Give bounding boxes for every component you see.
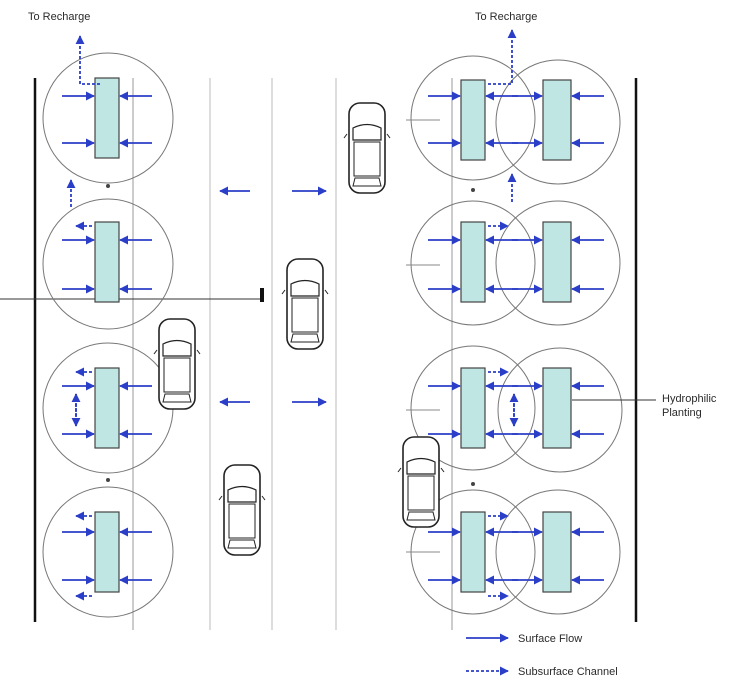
car-center bbox=[281, 258, 329, 350]
road-lines bbox=[0, 78, 638, 630]
surface-flow-arrows bbox=[62, 91, 604, 585]
left-bioswale-column bbox=[42, 52, 174, 618]
car-top-right bbox=[343, 102, 391, 194]
hydrophilic-label-line1: Hydrophilic bbox=[662, 393, 717, 405]
car-left-lane bbox=[153, 318, 201, 410]
right-bioswale-column bbox=[406, 55, 623, 615]
hydrophilic-planting-label: Hydrophilic Planting bbox=[662, 392, 716, 420]
recharge-label-left: To Recharge bbox=[28, 11, 91, 23]
legend-subsurface-channel-label: Subsurface Channel bbox=[518, 666, 618, 678]
legend-surface-flow-label: Surface Flow bbox=[518, 633, 583, 645]
legend bbox=[466, 633, 509, 676]
car-bottom-center bbox=[218, 464, 266, 556]
car-right-lane bbox=[397, 436, 445, 528]
hydrophilic-label-line2: Planting bbox=[662, 407, 702, 419]
subsurface-channel-arrows bbox=[66, 29, 519, 601]
recharge-label-right: To Recharge bbox=[475, 11, 538, 23]
